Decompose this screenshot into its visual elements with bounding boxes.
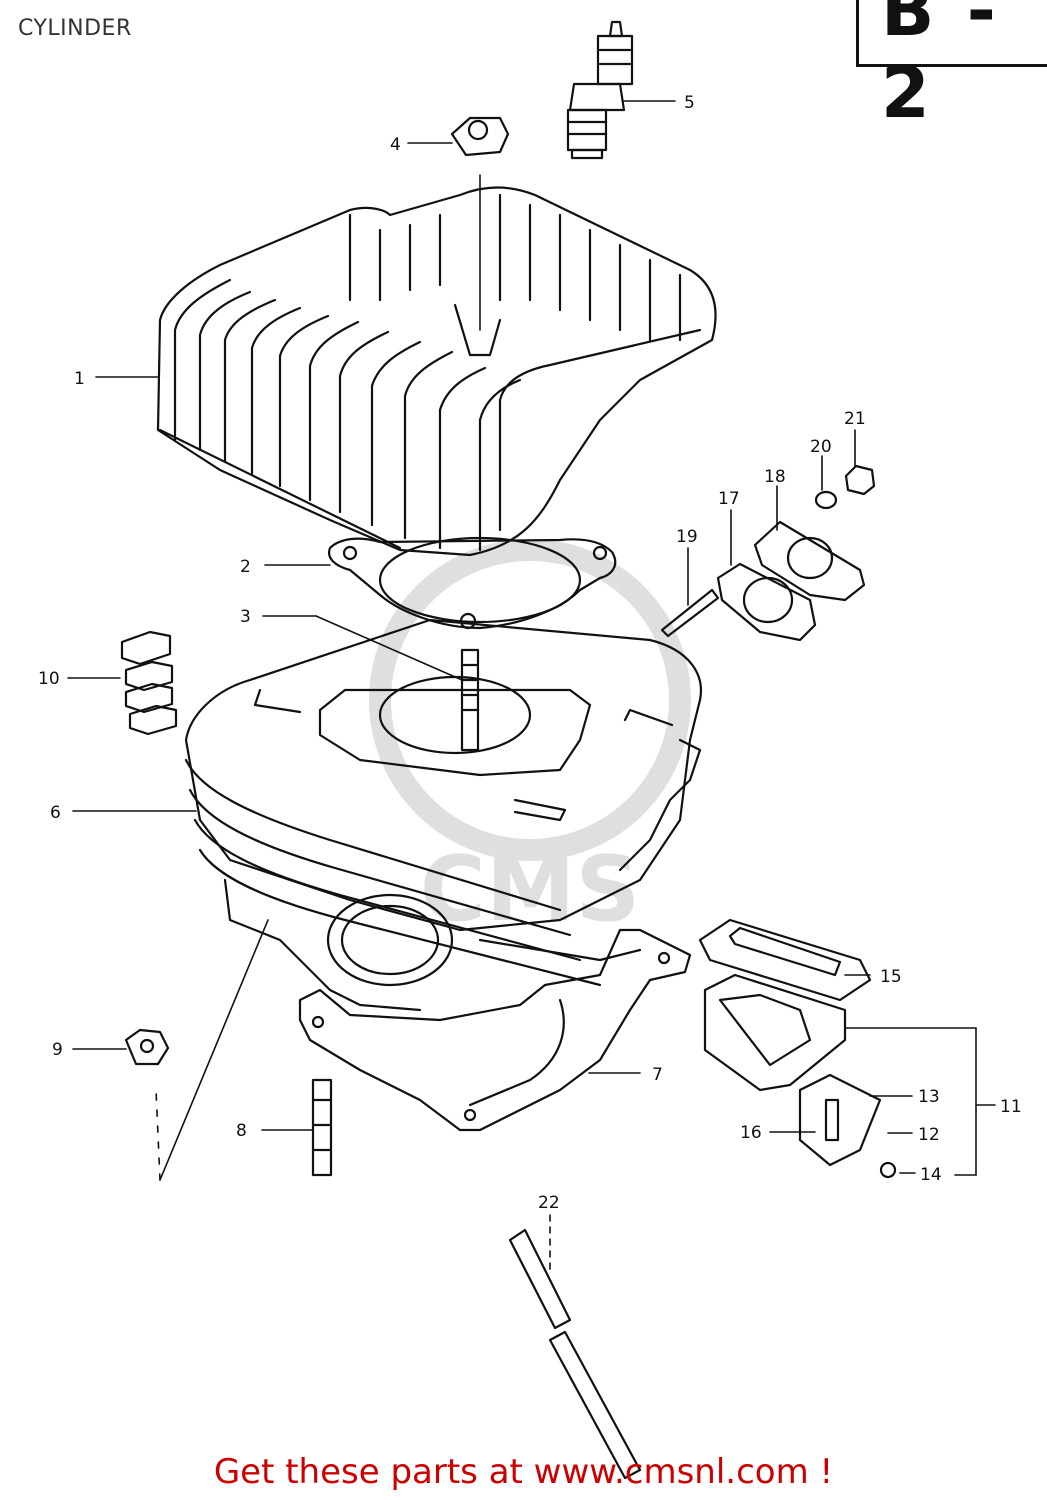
callout-8: 8 bbox=[236, 1121, 247, 1141]
callout-9: 9 bbox=[52, 1040, 63, 1060]
diagram-title: CYLINDER bbox=[18, 16, 132, 41]
callout-labels: 4 5 1 2 3 10 6 7 8 9 15 11 13 12 14 16 1… bbox=[38, 93, 1022, 1213]
part-21-nut[interactable] bbox=[844, 464, 876, 496]
callout-16: 16 bbox=[740, 1123, 762, 1143]
callout-4: 4 bbox=[390, 135, 401, 155]
part-1-cylinder-head[interactable] bbox=[156, 174, 717, 557]
callout-10: 10 bbox=[38, 669, 60, 689]
part-7-base-gasket[interactable] bbox=[298, 928, 692, 1132]
callout-18: 18 bbox=[764, 467, 786, 487]
part-11-reed-valve-assembly[interactable] bbox=[703, 973, 897, 1179]
part-18-intake-spacer[interactable] bbox=[753, 520, 866, 602]
callout-20: 20 bbox=[810, 437, 832, 457]
callout-19: 19 bbox=[676, 527, 698, 547]
callout-11: 11 bbox=[1000, 1097, 1022, 1117]
callout-15: 15 bbox=[880, 967, 902, 987]
callout-14: 14 bbox=[920, 1165, 942, 1185]
part-22-hose[interactable] bbox=[508, 1228, 642, 1480]
part-19-stud[interactable] bbox=[660, 588, 720, 638]
callout-6: 6 bbox=[50, 803, 61, 823]
callout-1: 1 bbox=[74, 369, 85, 389]
part-15-reed-gasket[interactable] bbox=[698, 918, 872, 1002]
callout-5: 5 bbox=[684, 93, 695, 113]
diagram-code-box: B - 2 bbox=[856, 0, 1047, 134]
part-8-stud-bolt[interactable] bbox=[311, 1078, 333, 1177]
part-5-spark-plug[interactable] bbox=[566, 20, 634, 160]
callout-2: 2 bbox=[240, 557, 251, 577]
part-17-intake-gasket[interactable] bbox=[716, 562, 817, 642]
part-6-cylinder[interactable] bbox=[184, 618, 702, 1012]
callout-17: 17 bbox=[718, 489, 740, 509]
callout-3: 3 bbox=[240, 607, 251, 627]
callout-22: 22 bbox=[538, 1193, 560, 1213]
callout-12: 12 bbox=[918, 1125, 940, 1145]
part-4-cap-nut[interactable] bbox=[450, 116, 510, 157]
part-9-nut[interactable] bbox=[124, 1028, 170, 1066]
callout-13: 13 bbox=[918, 1087, 940, 1107]
part-20-washer[interactable] bbox=[814, 490, 838, 510]
part-10-damper-rubbers[interactable] bbox=[120, 630, 178, 736]
promo-link[interactable]: Get these parts at www.cmsnl.com ! bbox=[213, 1452, 834, 1492]
diagram-code: B - 2 bbox=[881, 0, 1000, 134]
part-3-stud-bolt[interactable] bbox=[460, 648, 480, 752]
part-2-head-gasket[interactable] bbox=[327, 536, 617, 630]
leader-lines bbox=[67, 100, 996, 1271]
callout-21: 21 bbox=[844, 409, 866, 429]
callout-7: 7 bbox=[652, 1065, 663, 1085]
